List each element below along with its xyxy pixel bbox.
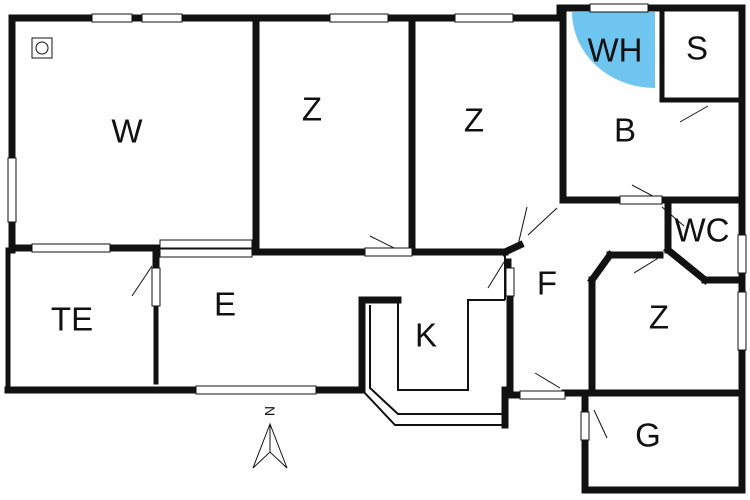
water-heater-swing [572,12,655,88]
room-label-bed3: Z [649,299,669,336]
room-label-toilet: WC [675,212,730,249]
doors [131,105,709,441]
room-label-bed2: Z [464,102,484,139]
room-label-storage: S [686,30,708,67]
kitchen-counter [361,252,506,426]
room-label-entrance: E [214,286,236,323]
room-label-terrace: TE [51,301,93,338]
windows [7,3,747,395]
room-label-hall: F [537,265,557,302]
room-label-boiler: WH [588,32,643,69]
fireplace-icon [31,37,53,59]
room-label-living: W [111,113,143,150]
room-label-bed1: Z [302,91,322,128]
room-label-garage: G [635,417,661,454]
north-letter: N [262,406,278,416]
room-label-kitchen: K [415,317,437,354]
room-label-bath: B [614,112,636,149]
north-arrow-icon: N [252,406,288,469]
